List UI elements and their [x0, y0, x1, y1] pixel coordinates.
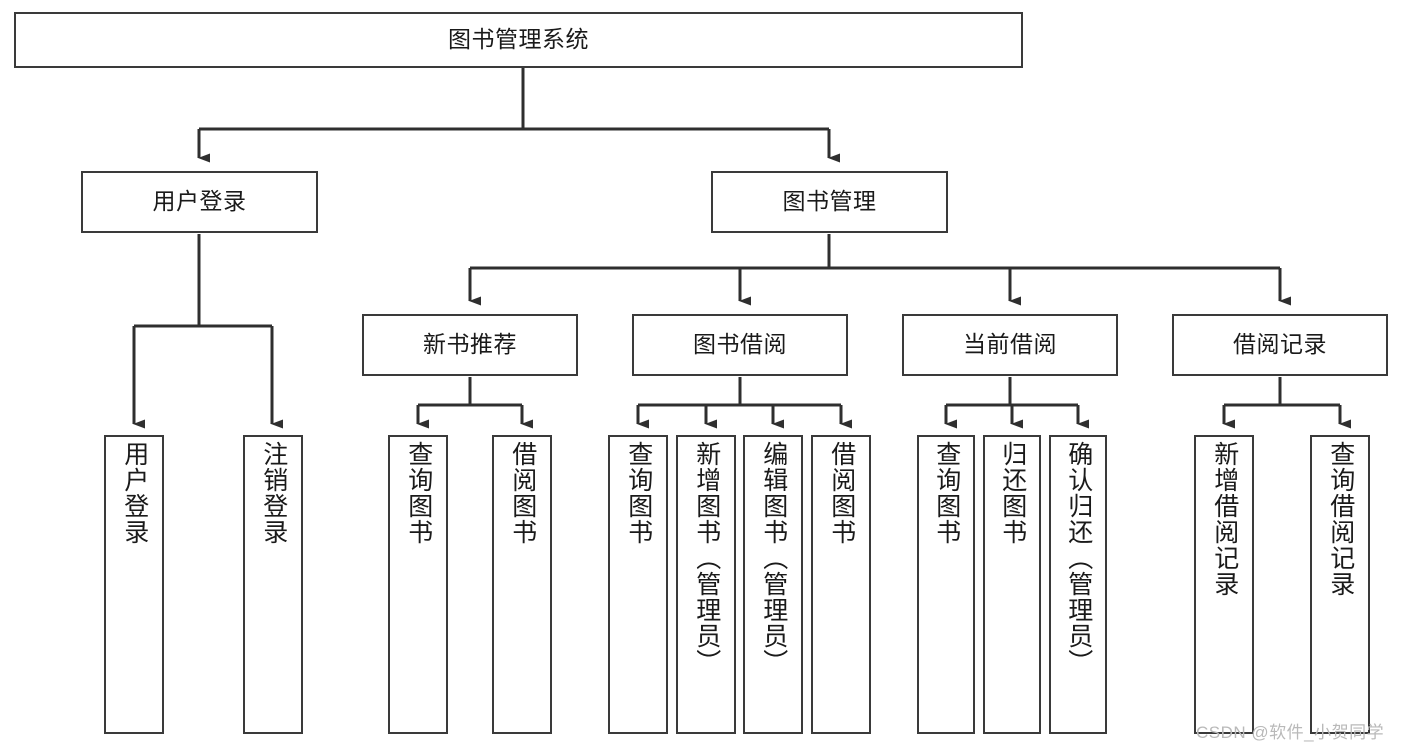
- leaf-borrow-edit-book-admin[interactable]: 编辑图书（管理员）: [743, 435, 803, 734]
- node-label: 借阅图书: [827, 441, 856, 545]
- leaf-record-add-borrow-record[interactable]: 新增借阅记录: [1194, 435, 1254, 734]
- leaf-borrow-query-books[interactable]: 查询图书: [608, 435, 668, 734]
- leaf-borrow-add-book-admin[interactable]: 新增图书（管理员）: [676, 435, 736, 734]
- leaf-user-login-login[interactable]: 用户登录: [104, 435, 164, 734]
- leaf-current-query-books[interactable]: 查询图书: [917, 435, 975, 734]
- node-label: 新增借阅记录: [1210, 441, 1239, 597]
- node-label: 编辑图书（管理员）: [759, 441, 788, 675]
- leaf-user-login-logout[interactable]: 注销登录: [243, 435, 303, 734]
- node-book-borrowing[interactable]: 图书借阅: [632, 314, 848, 376]
- node-label: 查询图书: [404, 441, 433, 545]
- node-user-login[interactable]: 用户登录: [81, 171, 318, 233]
- node-new-book-recommendation[interactable]: 新书推荐: [362, 314, 578, 376]
- node-label: 归还图书: [998, 441, 1027, 545]
- node-label: 查询借阅记录: [1326, 441, 1355, 597]
- node-label: 当前借阅: [963, 331, 1057, 358]
- node-label: 查询图书: [932, 441, 961, 545]
- leaf-borrow-borrow-books[interactable]: 借阅图书: [811, 435, 871, 734]
- node-label: 查询图书: [624, 441, 653, 545]
- node-label: 新书推荐: [423, 331, 517, 358]
- node-label: 借阅图书: [508, 441, 537, 545]
- node-current-borrowing[interactable]: 当前借阅: [902, 314, 1118, 376]
- node-label: 用户登录: [152, 188, 247, 215]
- leaf-new-book-query-books[interactable]: 查询图书: [388, 435, 448, 734]
- node-borrowing-record[interactable]: 借阅记录: [1172, 314, 1388, 376]
- node-label: 确认归还（管理员）: [1064, 441, 1093, 675]
- node-book-management[interactable]: 图书管理: [711, 171, 948, 233]
- node-label: 借阅记录: [1233, 331, 1327, 358]
- node-label: 用户登录: [120, 441, 149, 545]
- node-label: 图书借阅: [693, 331, 787, 358]
- leaf-current-return-books[interactable]: 归还图书: [983, 435, 1041, 734]
- node-root-book-management-system[interactable]: 图书管理系统: [14, 12, 1023, 68]
- node-label: 新增图书（管理员）: [692, 441, 721, 675]
- node-label: 注销登录: [259, 441, 288, 545]
- watermark-csdn: CSDN @软件_小贺同学: [1196, 723, 1385, 742]
- leaf-record-query-borrow-record[interactable]: 查询借阅记录: [1310, 435, 1370, 734]
- node-label: 图书管理系统: [448, 26, 589, 53]
- node-label: 图书管理: [782, 188, 877, 215]
- leaf-current-confirm-return-admin[interactable]: 确认归还（管理员）: [1049, 435, 1107, 734]
- leaf-new-book-borrow-books[interactable]: 借阅图书: [492, 435, 552, 734]
